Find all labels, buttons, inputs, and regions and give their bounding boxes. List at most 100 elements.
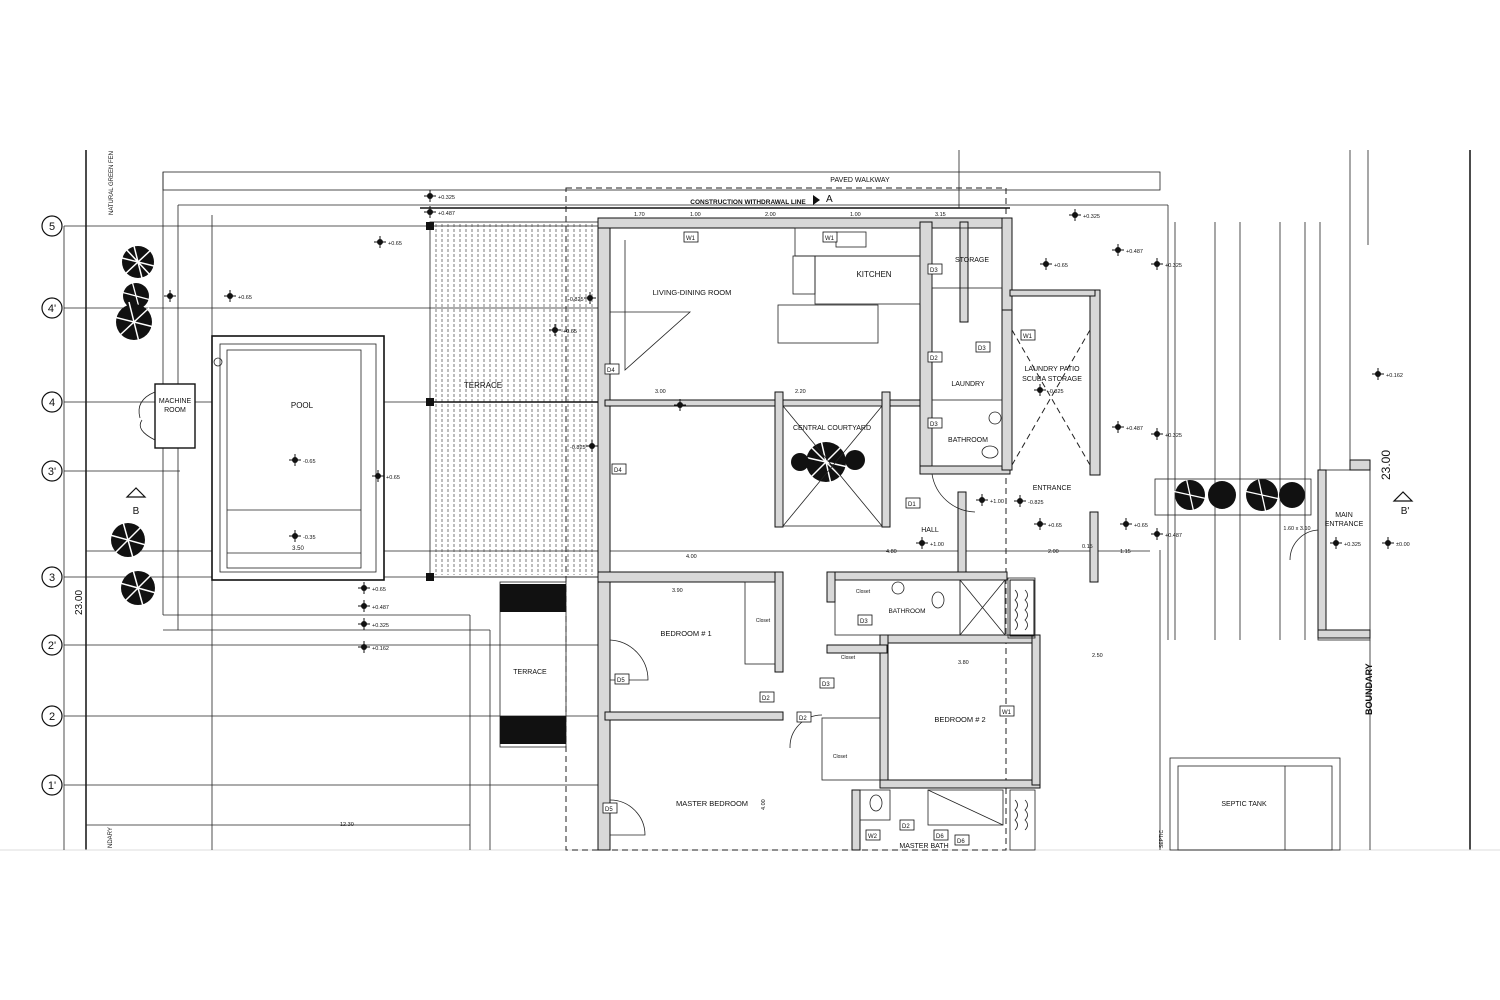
svg-text:1.70: 1.70 — [634, 212, 645, 218]
svg-text:+0.65: +0.65 — [1048, 523, 1062, 529]
paved-stripes — [1174, 222, 1321, 640]
svg-text:-0.825: -0.825 — [568, 297, 584, 303]
boundary-label: BOUNDARY — [1364, 663, 1374, 715]
svg-text:2.00: 2.00 — [765, 212, 776, 218]
septic-tank-label: SEPTIC TANK — [1221, 801, 1267, 808]
dimension-texts: 1.70 1.00 2.00 1.00 3.15 3.00 2.20 4.00 … — [340, 212, 1131, 828]
svg-text:2.20: 2.20 — [795, 389, 806, 395]
svg-text:+0.325: +0.325 — [1165, 263, 1182, 269]
grid-marker-4: 4 — [41, 391, 63, 413]
svg-text:5: 5 — [49, 221, 55, 233]
svg-text:W1: W1 — [1002, 710, 1012, 716]
svg-text:Closet: Closet — [856, 589, 871, 595]
section-b-marker: B — [125, 487, 147, 517]
svg-text:D2: D2 — [762, 696, 770, 702]
svg-text:1.60 x 3.10: 1.60 x 3.10 — [1283, 526, 1310, 532]
svg-text:4.00: 4.00 — [761, 799, 767, 810]
hall-label: HALL — [921, 527, 939, 534]
svg-text:0.15: 0.15 — [1082, 544, 1093, 550]
living-dining-label: LIVING-DINING ROOM — [653, 288, 732, 297]
dim-23-left: 23.00 — [74, 590, 85, 615]
storage-label: STORAGE — [955, 257, 989, 264]
master-bedroom-label: MASTER BEDROOM — [676, 799, 748, 808]
svg-text:2': 2' — [48, 640, 56, 652]
svg-text:12.30: 12.30 — [340, 822, 354, 828]
svg-text:D2: D2 — [799, 716, 807, 722]
svg-text:-0.35: -0.35 — [303, 535, 316, 541]
svg-text:±0.00: ±0.00 — [1396, 542, 1410, 548]
natural-green-fence-label: NATURAL GREEN FEN — [109, 151, 115, 215]
grid-marker-1-prime: 1' — [41, 774, 63, 796]
svg-text:3: 3 — [49, 572, 55, 584]
laundry-label: LAUNDRY — [951, 381, 985, 388]
svg-text:3.50: 3.50 — [292, 546, 304, 552]
scuba-storage-label: SCUBA STORAGE — [1022, 376, 1082, 383]
kitchen: KITCHEN — [777, 227, 921, 344]
svg-text:+0.325: +0.325 — [372, 623, 389, 629]
svg-text:+0.162: +0.162 — [1386, 373, 1403, 379]
svg-text:+1.00: +1.00 — [990, 499, 1004, 505]
svg-text:B: B — [133, 506, 140, 517]
planter-strips — [1009, 579, 1035, 831]
bedroom-1-label: BEDROOM # 1 — [660, 629, 711, 638]
svg-text:1.00: 1.00 — [690, 212, 701, 218]
grid-marker-3: 3 — [41, 566, 63, 588]
svg-text:+0.65: +0.65 — [388, 241, 402, 247]
svg-text:Closet: Closet — [756, 618, 771, 624]
svg-text:D5: D5 — [605, 807, 613, 813]
svg-text:+0.487: +0.487 — [438, 211, 455, 217]
section-a-label: A — [826, 194, 833, 205]
svg-text:4': 4' — [48, 303, 56, 315]
level-markers: +0.325 +0.487 +0.65 +0.65 -0.65 -0.35 +0… — [164, 190, 1410, 653]
bathroom-label: BATHROOM — [948, 437, 988, 444]
machine-room-label-2: ROOM — [164, 407, 186, 414]
svg-text:SEPTIC: SEPTIC — [1159, 830, 1165, 848]
svg-text:+0.65: +0.65 — [238, 295, 252, 301]
laundry-patio-label: LAUNDRY PATIO — [1024, 366, 1080, 373]
lower-terrace: TERRACE — [499, 581, 567, 748]
master-bath-label: MASTER BATH — [899, 843, 948, 850]
terrace-label: TERRACE — [464, 381, 502, 390]
svg-text:-0.65: -0.65 — [303, 459, 316, 465]
grid-marker-2: 2 — [41, 705, 63, 727]
house-walls — [597, 217, 1371, 851]
svg-text:D6: D6 — [957, 839, 965, 845]
svg-text:2: 2 — [49, 711, 55, 723]
svg-text:2.50: 2.50 — [1092, 653, 1103, 659]
svg-text:-0.825: -0.825 — [1028, 500, 1044, 506]
paved-walkway-label: PAVED WALKWAY — [830, 177, 890, 184]
machine-room — [154, 383, 196, 449]
svg-text:B': B' — [1401, 506, 1410, 517]
svg-text:4: 4 — [49, 397, 55, 409]
svg-text:D2: D2 — [902, 824, 910, 830]
svg-text:D2: D2 — [930, 356, 938, 362]
svg-text:+0.325: +0.325 — [438, 195, 455, 201]
svg-text:W1: W1 — [825, 236, 835, 242]
svg-text:D4: D4 — [614, 468, 622, 474]
svg-text:3.00: 3.00 — [655, 389, 666, 395]
construction-line-box — [565, 187, 1007, 851]
bathroom-2-label: BATHROOM — [888, 608, 925, 615]
main-entrance-label: MAIN — [1335, 512, 1353, 519]
svg-text:1.00: 1.00 — [850, 212, 861, 218]
kitchen-label: KITCHEN — [856, 270, 891, 279]
svg-text:D3: D3 — [860, 619, 868, 625]
grid-marker-4-prime: 4' — [41, 297, 63, 319]
svg-text:3.90: 3.90 — [672, 588, 683, 594]
svg-text:2.00: 2.00 — [1048, 549, 1059, 555]
svg-text:D1: D1 — [908, 502, 916, 508]
svg-text:-0.825: -0.825 — [570, 445, 586, 451]
svg-text:D3: D3 — [978, 346, 986, 352]
terrace-pergola: TERRACE — [426, 221, 605, 581]
pool-label: POOL — [291, 401, 314, 410]
svg-text:1': 1' — [48, 780, 56, 792]
svg-text:+1.00: +1.00 — [930, 542, 944, 548]
machine-room-label: MACHINE — [159, 398, 192, 405]
svg-text:1.15: 1.15 — [1120, 549, 1131, 555]
svg-text:3.15: 3.15 — [935, 212, 946, 218]
svg-text:D4: D4 — [607, 368, 615, 374]
svg-text:W1: W1 — [1023, 334, 1033, 340]
svg-text:+0.65: +0.65 — [386, 475, 400, 481]
svg-text:D5: D5 — [617, 678, 625, 684]
grid-marker-2-prime: 2' — [41, 634, 63, 656]
